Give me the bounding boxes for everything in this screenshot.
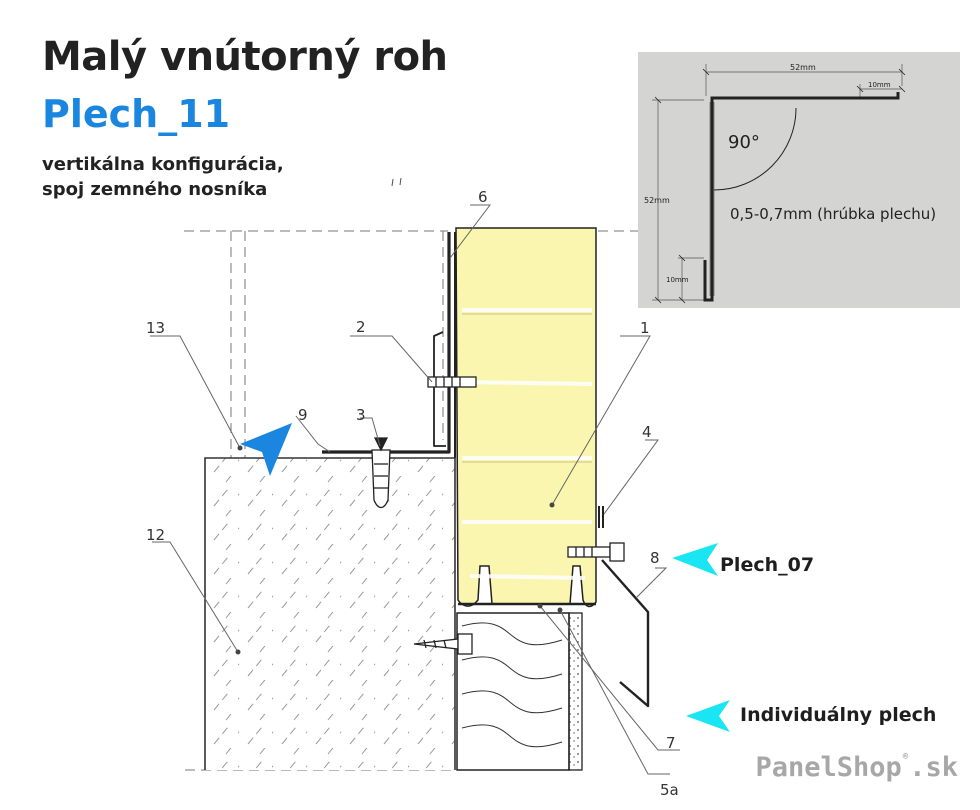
label-3: 3 xyxy=(356,406,366,424)
label-5a: 5a xyxy=(660,781,679,799)
label-8: 8 xyxy=(650,549,660,567)
leader-lines xyxy=(150,204,680,775)
inset-top-return: 10mm xyxy=(868,81,891,89)
flashing-profiles xyxy=(322,232,650,708)
brand-logo: PanelShop®.sk xyxy=(755,752,958,783)
position-labels: 13 9 2 3 6 1 4 8 12 7 5a xyxy=(146,188,679,799)
brand-name: PanelShop xyxy=(755,752,902,783)
callout-individual: Individuálny plech xyxy=(740,704,937,726)
label-7: 7 xyxy=(666,734,676,752)
page-title: Malý vnútorný roh xyxy=(42,34,448,80)
label-13: 13 xyxy=(146,319,165,337)
inset-bottom-return: 10mm xyxy=(666,276,689,284)
label-4: 4 xyxy=(642,423,652,441)
description-line-1: vertikálna konfigurácia, xyxy=(42,154,284,175)
leader-dots xyxy=(235,445,563,655)
brand-tld: .sk xyxy=(909,752,958,783)
inset-left-height: 52mm xyxy=(644,196,670,205)
concrete-foundation xyxy=(204,457,456,770)
inset-angle: 90° xyxy=(728,132,760,153)
label-2: 2 xyxy=(356,318,366,336)
label-12: 12 xyxy=(146,526,165,544)
description: vertikálna konfigurácia, spoj zemného no… xyxy=(42,152,284,202)
page-subtitle: Plech_11 xyxy=(42,92,231,136)
label-9: 9 xyxy=(298,406,308,424)
label-1: 1 xyxy=(640,319,650,337)
break-mark xyxy=(391,177,402,187)
inset-thickness: 0,5-0,7mm (hrúbka plechu) xyxy=(730,205,936,223)
label-6: 6 xyxy=(478,188,488,206)
blue-arrow-icon xyxy=(240,423,292,476)
brand-symbol: ® xyxy=(902,752,909,762)
description-line-2: spoj zemného nosníka xyxy=(42,179,268,200)
cyan-arrow-individual-icon xyxy=(686,700,730,732)
inset-panel: 52mm 10mm 52mm 10mm 90° 0,5-0,7mm (hrúbk… xyxy=(638,52,960,308)
sandwich-panel xyxy=(455,227,597,608)
insulation-layer xyxy=(456,612,583,771)
callout-plech07: Plech_07 xyxy=(720,554,815,576)
inset-top-width: 52mm xyxy=(790,63,816,72)
cyan-arrow-plech07-icon xyxy=(672,543,718,576)
fastener-screws xyxy=(371,376,625,655)
